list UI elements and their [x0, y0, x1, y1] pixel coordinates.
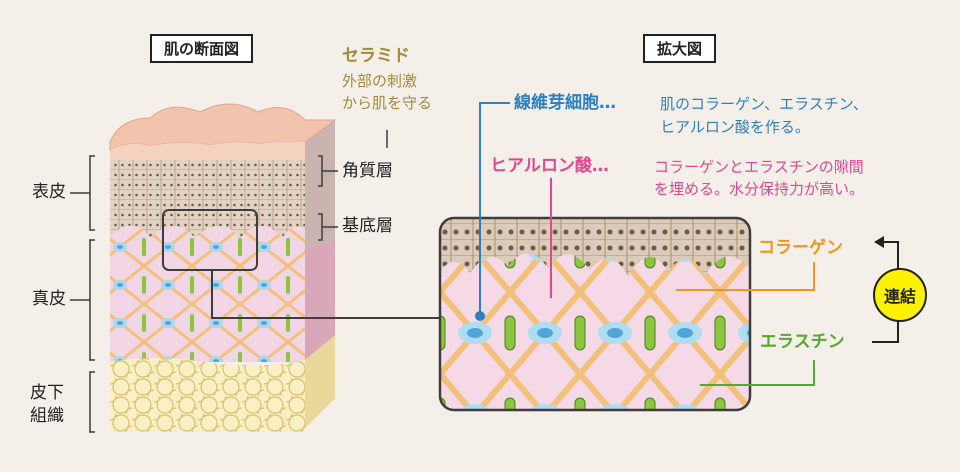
fibroblast-desc-line2: ヒアルロン酸を作る。 — [660, 118, 810, 136]
fibroblast-desc-line1: 肌のコラーゲン、エラスチン、 — [660, 95, 868, 113]
dermis-label: 真皮 — [32, 289, 66, 309]
subcutaneous-label-line1: 皮下 — [30, 383, 64, 403]
ceramide-desc-line1: 外部の刺激 — [342, 72, 418, 90]
link-badge: 連結 — [873, 268, 927, 322]
epidermis-label: 表皮 — [32, 182, 66, 202]
subcutaneous-label-line2: 組織 — [30, 406, 64, 426]
link-label: 連結 — [883, 287, 916, 306]
ceramide-label: セラミド — [342, 46, 410, 66]
enlarged-view-title: 拡大図 — [643, 34, 717, 63]
cross-section-title: 肌の断面図 — [150, 34, 254, 63]
fibroblast-label: 線維芽細胞… — [514, 93, 616, 113]
collagen-label: コラーゲン — [758, 238, 843, 258]
elastin-label: エラスチン — [760, 332, 845, 352]
hyaluronic-acid-desc-line2: を埋める。水分保持力が高い。 — [654, 180, 865, 198]
stratum-corneum-label: 角質層 — [342, 161, 393, 181]
hyaluronic-acid-label: ヒアルロン酸… — [490, 156, 609, 176]
hyaluronic-acid-desc-line1: コラーゲンとエラスチンの隙間 — [654, 158, 864, 176]
ceramide-desc-line2: から肌を守る — [342, 94, 433, 112]
basal-layer-label: 基底層 — [342, 216, 393, 236]
